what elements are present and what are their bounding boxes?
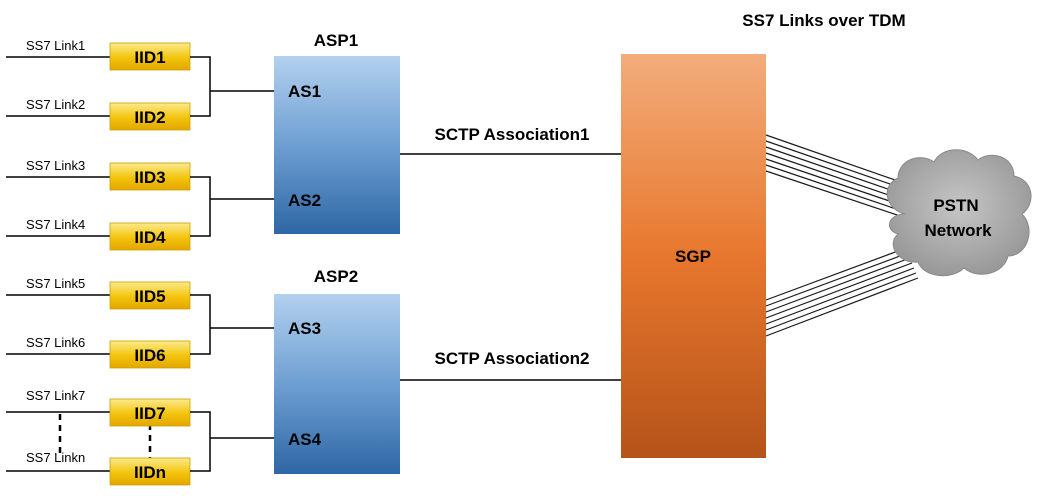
as2-label: AS2 <box>288 191 321 210</box>
asp2-block[interactable]: ASP2 AS3 AS4 <box>274 267 400 474</box>
iid-box[interactable]: IID3 <box>109 162 191 191</box>
pstn-label-line2: Network <box>924 221 992 240</box>
link-label: SS7 Link4 <box>26 217 85 232</box>
link-label: SS7 Link7 <box>26 388 85 403</box>
svg-text:IID4: IID4 <box>134 228 166 247</box>
link-labels: SS7 Link1 SS7 Link2 SS7 Link3 SS7 Link4 … <box>26 38 85 465</box>
tdm-links-upper <box>765 134 919 219</box>
iid-box[interactable]: IIDn <box>109 457 191 486</box>
asp1-box <box>274 56 400 234</box>
svg-text:IID7: IID7 <box>134 404 165 423</box>
link-label: SS7 Linkn <box>26 450 85 465</box>
iid-brackets <box>190 56 274 472</box>
sctp-association-2: SCTP Association2 <box>400 349 621 381</box>
sctp-association-2-label: SCTP Association2 <box>435 349 590 368</box>
iid-box[interactable]: IID2 <box>109 102 191 131</box>
iid-box[interactable]: IID5 <box>109 281 191 310</box>
link-label: SS7 Link3 <box>26 158 85 173</box>
link-label: SS7 Link2 <box>26 97 85 112</box>
link-label: SS7 Link1 <box>26 38 85 53</box>
pstn-label-line1: PSTN <box>933 196 978 215</box>
svg-text:IID5: IID5 <box>134 287 165 306</box>
svg-text:IID1: IID1 <box>134 48 165 67</box>
link-label: SS7 Link5 <box>26 276 85 291</box>
svg-text:IIDn: IIDn <box>134 463 166 482</box>
svg-text:IID2: IID2 <box>134 108 165 127</box>
svg-text:IID3: IID3 <box>134 168 165 187</box>
sgp-box <box>621 54 766 458</box>
as3-label: AS3 <box>288 319 321 338</box>
sgp-label: SGP <box>675 247 711 266</box>
iid-box[interactable]: IID6 <box>109 340 191 369</box>
as1-label: AS1 <box>288 82 321 101</box>
iid-box[interactable]: IID4 <box>109 222 191 251</box>
link-label: SS7 Link6 <box>26 335 85 350</box>
pstn-cloud[interactable]: PSTN Network <box>886 149 1032 277</box>
iid-box[interactable]: IID7 <box>109 398 191 427</box>
cloud-icon <box>886 149 1032 277</box>
asp2-box <box>274 294 400 474</box>
asp1-block[interactable]: ASP1 AS1 AS2 <box>274 31 400 234</box>
diagram-title: SS7 Links over TDM <box>742 11 905 30</box>
sgp-block[interactable]: SGP <box>621 54 766 458</box>
sctp-association-1-label: SCTP Association1 <box>435 125 590 144</box>
as4-label: AS4 <box>288 430 322 449</box>
tdm-links-lower <box>765 247 919 337</box>
iid-boxes: IID1 IID2 IID3 IID4 IID5 IID6 IID7 IIDn <box>109 42 191 486</box>
svg-text:IID6: IID6 <box>134 346 165 365</box>
iid-box[interactable]: IID1 <box>109 42 191 71</box>
sctp-association-1: SCTP Association1 <box>400 125 621 155</box>
asp2-label: ASP2 <box>314 267 358 286</box>
asp1-label: ASP1 <box>314 31 358 50</box>
link-lines <box>6 56 110 472</box>
